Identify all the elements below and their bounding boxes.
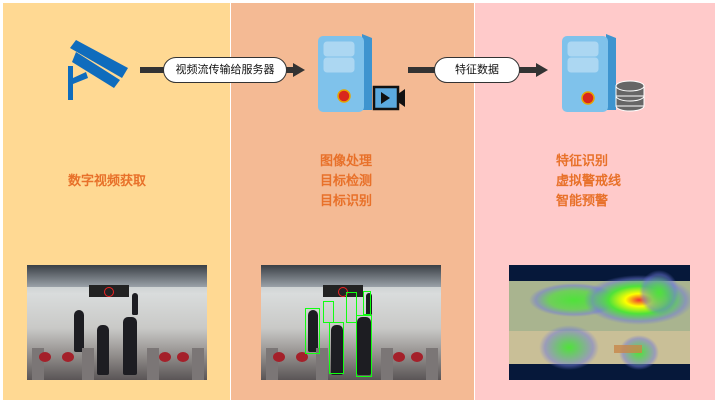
stage-3-line: 特征识别	[556, 154, 609, 169]
server-icon	[318, 34, 405, 112]
detection-box	[323, 301, 334, 323]
server-icon	[562, 34, 645, 112]
detection-box	[346, 292, 357, 323]
feature-data-label: 特征数据	[434, 57, 520, 83]
arrow-head-icon	[293, 63, 305, 77]
video-camera-icon	[372, 85, 405, 111]
surveillance-camera-icon	[68, 40, 128, 100]
detection-box	[305, 308, 320, 354]
stage-3-line: 智能预警	[556, 194, 609, 209]
database-icon	[615, 80, 645, 112]
stage-2-line: 图像处理	[320, 154, 373, 169]
detection-box	[356, 315, 372, 377]
stage-3-line: 虚拟警戒线	[556, 174, 622, 189]
stage-2-line: 目标识别	[320, 194, 373, 209]
subway-station-photo	[27, 265, 207, 380]
video-stream-label: 视频流传输给服务器	[163, 57, 287, 83]
detection-box	[329, 322, 344, 374]
stage-1-label: 数字视频获取	[68, 174, 147, 189]
arrow-head-icon	[536, 63, 548, 77]
stage-2-line: 目标检测	[320, 174, 373, 189]
detection-box	[363, 291, 371, 315]
detection-result-photo	[261, 265, 441, 380]
heatmap-image	[509, 265, 690, 380]
